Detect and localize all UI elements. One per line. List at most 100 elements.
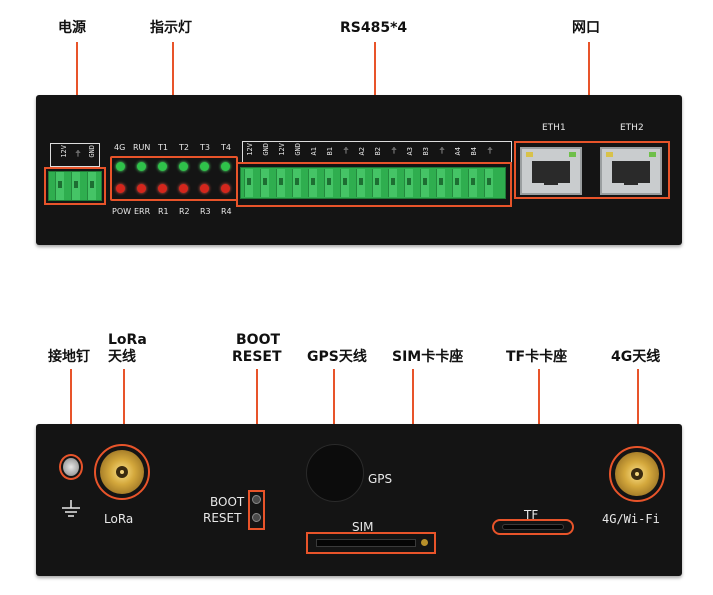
led-run: [137, 162, 146, 171]
callout-boot-line1: BOOT: [236, 332, 281, 348]
rs485-pin: [484, 169, 493, 197]
gps-antenna-port[interactable]: [306, 444, 364, 502]
lte-antenna-highlight: [609, 446, 665, 502]
led-r3: [200, 184, 209, 193]
led-t3: [200, 162, 209, 171]
ethernet-highlight: [514, 141, 670, 199]
callout-gps: GPS天线: [307, 349, 367, 365]
sim-eject-dot: [421, 539, 428, 546]
eth2-led-act: [649, 152, 656, 157]
lora-antenna-highlight: [94, 444, 150, 500]
tf-slot-highlight: [492, 519, 574, 535]
rs485-label: ⏚: [438, 147, 446, 154]
reset-button[interactable]: [252, 513, 261, 522]
led-4g: [116, 162, 125, 171]
lte-label: 4G/Wi-Fi: [602, 512, 660, 526]
led-r4: [221, 184, 230, 193]
lora-label: LoRa: [104, 512, 134, 526]
eth1-label: ETH1: [542, 123, 566, 133]
power-pin: [71, 172, 80, 200]
rs485-pin: [420, 169, 429, 197]
sim-slot-highlight: [306, 532, 436, 554]
power-label-gnd: GND: [88, 145, 96, 158]
led-t2: [179, 162, 188, 171]
leader-line-lora: [123, 369, 125, 447]
lora-antenna-pin: [116, 466, 128, 478]
boot-label: BOOT: [210, 495, 245, 509]
rs485-pin: [308, 169, 317, 197]
power-label-ground-symbol: ⏚: [74, 150, 82, 157]
callout-indicator: 指示灯: [150, 20, 192, 36]
rs485-pin: [436, 169, 445, 197]
ground-screw[interactable]: [63, 458, 79, 476]
led-top-label-4g: 4G: [114, 143, 126, 152]
callout-lte: 4G天线: [611, 349, 661, 365]
callout-power: 电源: [58, 20, 86, 36]
power-terminal-block[interactable]: [48, 171, 102, 201]
lora-antenna-connector[interactable]: [100, 450, 144, 494]
tf-card-slot[interactable]: [502, 524, 564, 530]
power-pin: [55, 172, 64, 200]
power-label-box: [50, 143, 100, 167]
led-bottom-label-r4: R4: [221, 207, 232, 216]
led-bottom-label-err: ERR: [134, 207, 151, 216]
led-t4: [221, 162, 230, 171]
eth1-port[interactable]: [520, 147, 582, 195]
led-bottom-label-r3: R3: [200, 207, 211, 216]
rs485-label: ⏚: [342, 147, 350, 154]
callout-sim: SIM卡卡座: [392, 349, 464, 365]
rs485-terminal-block[interactable]: [240, 167, 506, 199]
led-top-label-t4: T4: [221, 143, 231, 152]
lte-antenna-connector[interactable]: [615, 452, 659, 496]
rs485-pin: [372, 169, 381, 197]
led-top-label-run: RUN: [133, 143, 151, 152]
led-r2: [179, 184, 188, 193]
rs485-label: B1: [326, 147, 334, 156]
eth2-socket: [612, 161, 650, 185]
rs485-label: B3: [422, 147, 430, 156]
boot-button[interactable]: [252, 495, 261, 504]
eth1-led-act: [569, 152, 576, 157]
leader-line-network: [588, 42, 590, 146]
led-top-label-t3: T3: [200, 143, 210, 152]
led-err: [137, 184, 146, 193]
callout-lora-line1: LoRa: [108, 332, 147, 348]
boot-reset-highlight: [248, 490, 265, 530]
leader-line-lte: [637, 369, 639, 447]
rs485-pin: [260, 169, 269, 197]
rs485-label: A3: [406, 147, 414, 156]
rs485-label: A4: [454, 147, 462, 156]
rs485-terminal-highlight: [236, 162, 512, 207]
sim-label: SIM: [352, 520, 374, 534]
led-bottom-label-r2: R2: [179, 207, 190, 216]
eth1-socket: [532, 161, 570, 185]
eth2-port[interactable]: [600, 147, 662, 195]
callout-tf: TF卡卡座: [506, 349, 568, 365]
led-top-label-t1: T1: [158, 143, 168, 152]
rs485-pin: [356, 169, 365, 197]
bottom-device-panel: LoRa BOOT RESET GPS SIM TF 4G/Wi-Fi: [36, 424, 682, 576]
rs485-label: ⏚: [390, 147, 398, 154]
eth2-label: ETH2: [620, 123, 644, 133]
rs485-pin: [452, 169, 461, 197]
lte-antenna-pin: [631, 468, 643, 480]
rs485-label: B2: [374, 147, 382, 156]
rs485-label: A2: [358, 147, 366, 156]
rs485-pin: [292, 169, 301, 197]
eth1-led-link: [526, 152, 533, 157]
sim-card-slot[interactable]: [316, 539, 416, 547]
power-pin: [87, 172, 96, 200]
ground-screw-highlight: [59, 454, 83, 480]
led-top-label-t2: T2: [179, 143, 189, 152]
rs485-pin: [468, 169, 477, 197]
leader-line-indicator: [172, 42, 174, 144]
led-bottom-label-r1: R1: [158, 207, 169, 216]
callout-rs485: RS485*4: [340, 20, 408, 36]
rs485-label: 12V: [246, 143, 254, 156]
leader-line-ground: [70, 369, 72, 453]
rs485-pin: [340, 169, 349, 197]
callout-ground: 接地钉: [48, 349, 90, 365]
power-label-12v: 12V: [60, 145, 68, 158]
gps-label: GPS: [368, 472, 393, 486]
rs485-pin: [404, 169, 413, 197]
